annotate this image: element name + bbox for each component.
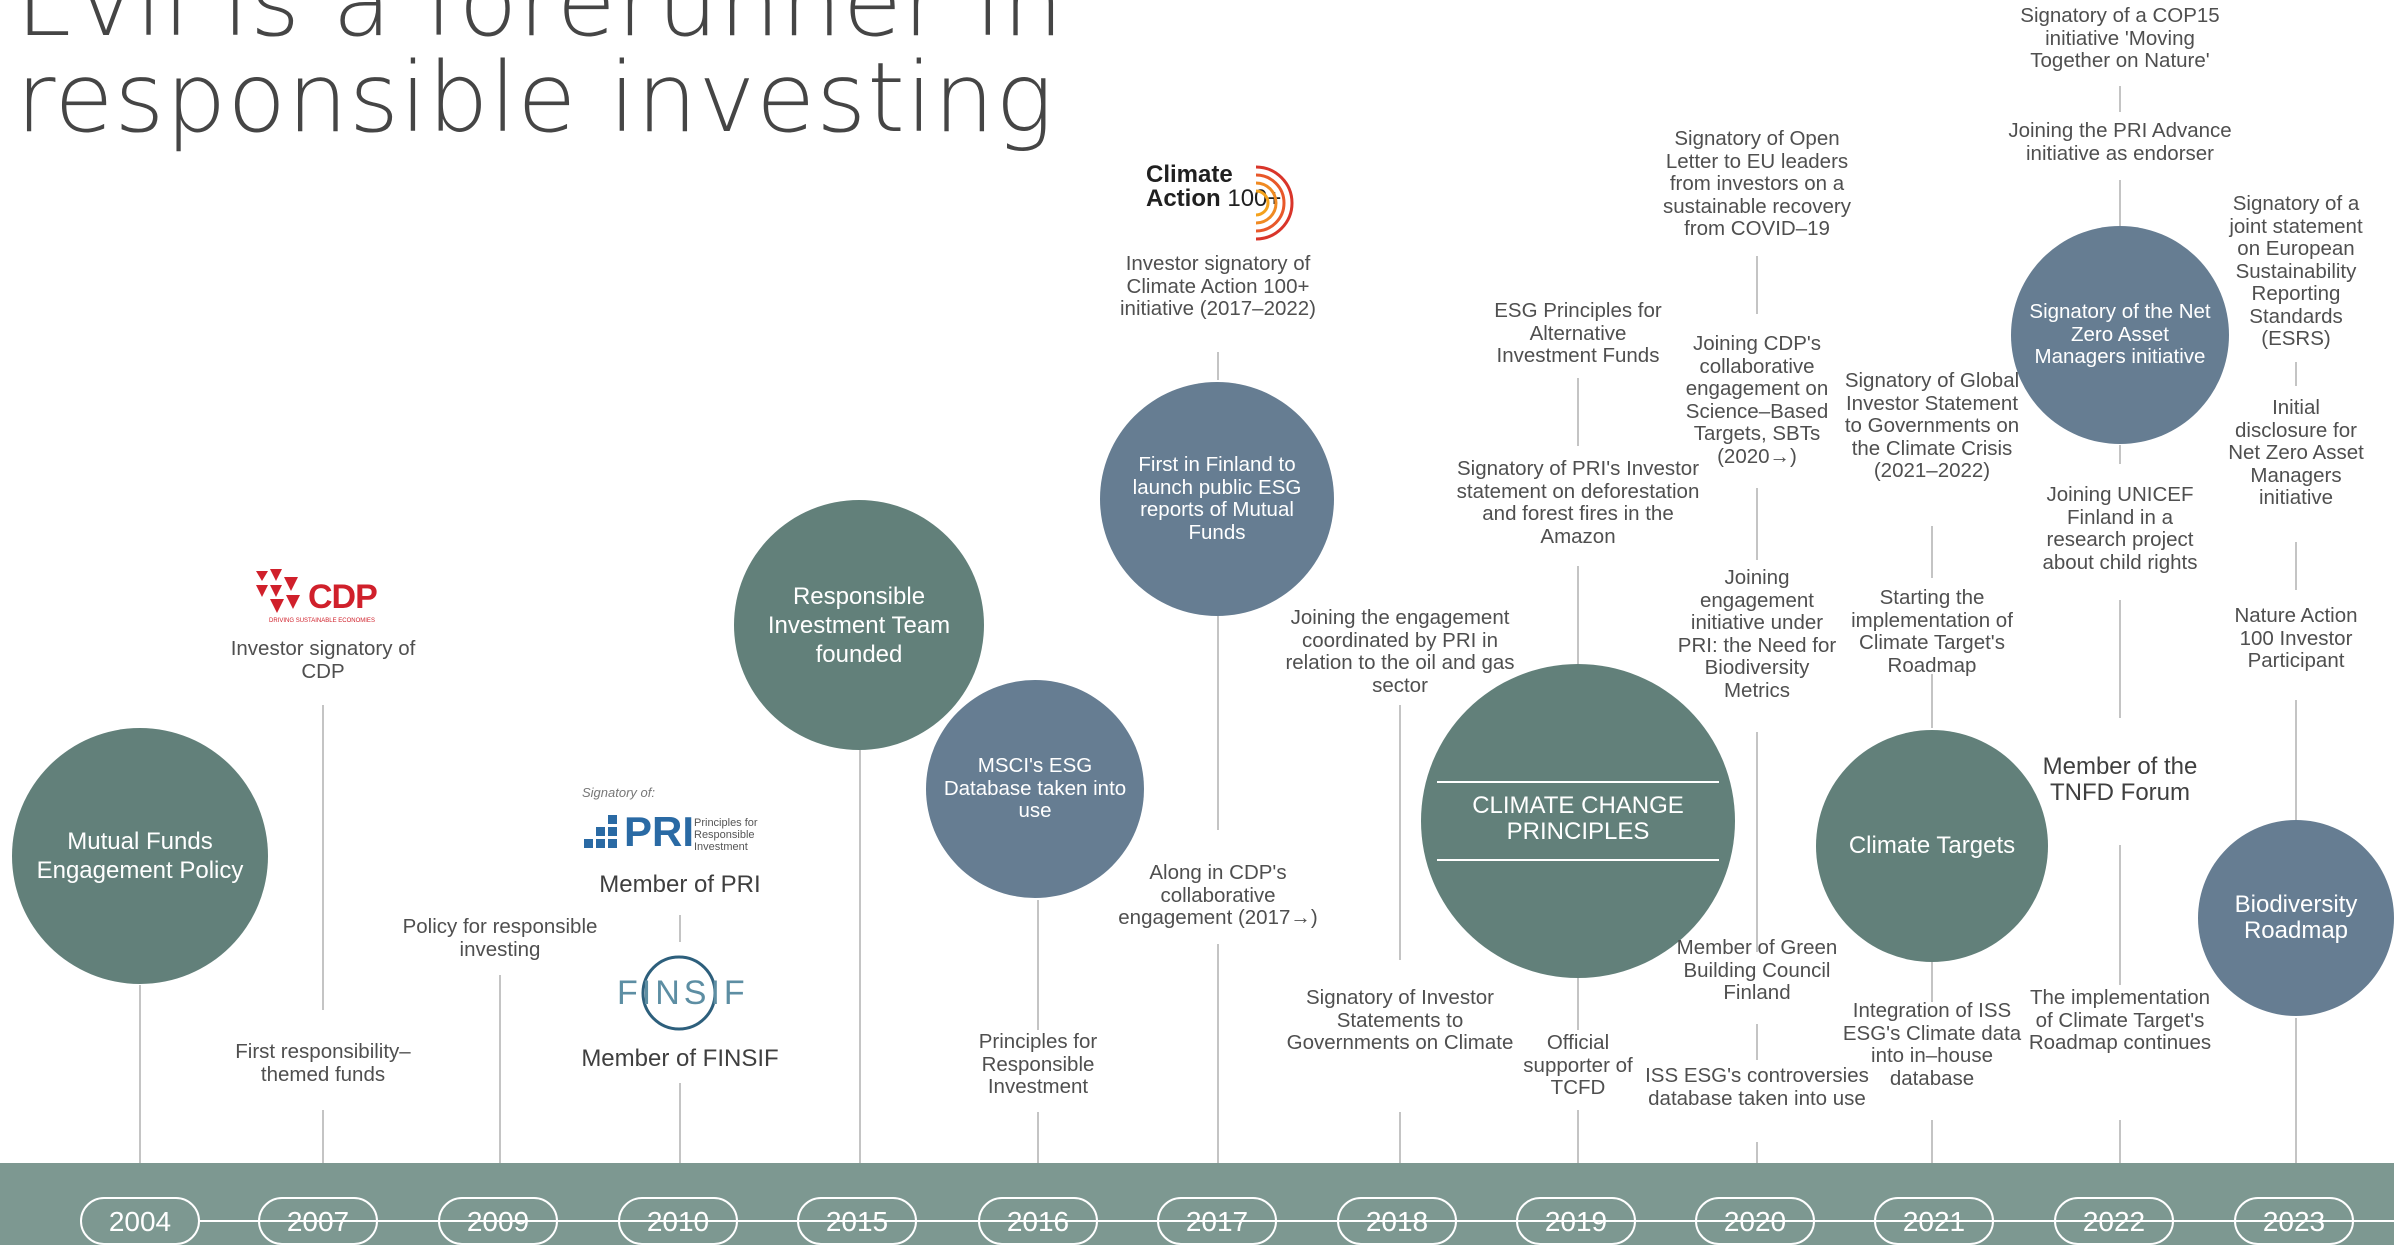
- milestone-2018-oil-gas: Joining the engagement coordinated by PR…: [1285, 606, 1515, 697]
- milestone-2022-cop15: Signatory of a COP15 initiative 'Moving …: [2020, 4, 2220, 72]
- milestone-2010-finsif-member: Member of FINSIF: [581, 1045, 779, 1072]
- milestone-2023-nzam-disclosure: Initial disclosure for Net Zero Asset Ma…: [2228, 396, 2364, 509]
- page-title-line-2: responsible investing: [16, 42, 1054, 154]
- climate-action-logo-line1: Climate: [1146, 161, 1233, 188]
- milestone-2020-open-letter: Signatory of Open Letter to EU leaders f…: [1662, 127, 1851, 240]
- milestone-2010-pri-member: Member of PRI: [599, 871, 761, 898]
- cdp-logo-word: CDP: [308, 578, 378, 616]
- milestone-circle-2017: First in Finland to launch public ESG re…: [1100, 382, 1334, 616]
- milestone-circle-2004: Mutual Funds Engagement Policy: [12, 728, 268, 984]
- milestone-circle-2015: Responsible Investment Team founded: [734, 500, 984, 750]
- pri-logo-icon: Signatory of: PRI Principles for Respons…: [580, 785, 780, 857]
- milestone-2019-tcfd: Official supporter of TCFD: [1523, 1031, 1633, 1099]
- year-2010: 2010: [618, 1197, 738, 1245]
- milestone-2007-cdp-signatory: Investor signatory of CDP: [230, 637, 416, 683]
- milestone-circle-2019-label: CLIMATE CHANGE PRINCIPLES: [1437, 781, 1719, 861]
- pri-logo-subtitle-1: Principles for: [694, 817, 758, 829]
- milestone-2017-cdp-collaborative: Along in CDP's collaborative engagement …: [1118, 861, 1318, 929]
- pri-logo-subtitle: Principles for Responsible Investment: [694, 817, 758, 853]
- milestone-circle-2019: CLIMATE CHANGE PRINCIPLES: [1421, 664, 1735, 978]
- year-2022: 2022: [2054, 1197, 2174, 1245]
- year-2015: 2015: [797, 1197, 917, 1245]
- year-2016: 2016: [978, 1197, 1098, 1245]
- milestone-circle-2004-label: Mutual Funds Engagement Policy: [36, 828, 244, 884]
- milestone-circle-2022-label: Signatory of the Net Zero Asset Managers…: [2029, 300, 2211, 369]
- cdp-logo-tagline: DRIVING SUSTAINABLE ECONOMIES: [269, 618, 375, 624]
- milestone-circle-2017-label: First in Finland to launch public ESG re…: [1132, 453, 1302, 544]
- milestone-circle-2023-label: Biodiversity Roadmap: [2234, 891, 2358, 944]
- page-title-line-1: Evli is a forerunner in: [16, 0, 1065, 58]
- year-2009: 2009: [438, 1197, 558, 1245]
- milestone-circle-2021-label: Climate Targets: [1848, 832, 2016, 859]
- pri-logo-word: PRI: [624, 808, 695, 855]
- finsif-ring-icon: [641, 955, 717, 1031]
- pri-logo-subtitle-2: Responsible: [694, 829, 755, 841]
- year-2017: 2017: [1157, 1197, 1277, 1245]
- year-2018: 2018: [1337, 1197, 1457, 1245]
- milestone-2020-biodiversity-metrics: Joining engagement initiative under PRI:…: [1677, 566, 1837, 702]
- milestone-2022-tnfd: Member of the TNFD Forum: [2042, 753, 2198, 806]
- milestone-circle-2022: Signatory of the Net Zero Asset Managers…: [2011, 226, 2229, 444]
- pri-logo-signatory-text: Signatory of:: [582, 785, 655, 800]
- climate-action-arcs-icon: [1255, 165, 1294, 241]
- climate-action-logo-word: Action: [1146, 185, 1221, 212]
- milestone-2017-climate-action-100: Investor signatory of Climate Action 100…: [1119, 252, 1317, 320]
- milestone-2022-unicef: Joining UNICEF Finland in a research pro…: [2042, 483, 2198, 574]
- milestone-2023-esrs: Signatory of a joint statement on Europe…: [2229, 192, 2363, 350]
- milestone-2021-roadmap-start: Starting the implementation of Climate T…: [1851, 586, 2013, 677]
- year-2007: 2007: [258, 1197, 378, 1245]
- milestone-circle-2016: MSCI's ESG Database taken into use: [926, 680, 1144, 898]
- climate-action-logo-line2: Action 100+: [1146, 187, 1281, 211]
- cdp-mark-icon: [256, 569, 300, 613]
- milestone-2016-principles: Principles for Responsible Investment: [978, 1030, 1098, 1098]
- milestone-circle-2021: Climate Targets: [1816, 730, 2048, 962]
- milestone-2009-policy: Policy for responsible investing: [402, 915, 598, 961]
- milestone-circle-2015-label: Responsible Investment Team founded: [767, 582, 951, 668]
- milestone-circle-2016-label: MSCI's ESG Database taken into use: [943, 754, 1127, 823]
- milestone-2020-iss-controversies: ISS ESG's controversies database taken i…: [1645, 1064, 1869, 1110]
- milestone-2021-iss-climate-data: Integration of ISS ESG's Climate data in…: [1842, 999, 2022, 1090]
- milestone-2022-roadmap-continues: The implementation of Climate Target's R…: [2028, 986, 2212, 1054]
- cdp-logo-icon: CDP DRIVING SUSTAINABLE ECONOMIES: [252, 567, 392, 627]
- pri-logo-subtitle-3: Investment: [694, 841, 748, 853]
- year-2004: 2004: [80, 1197, 200, 1245]
- milestone-2018-investor-statements: Signatory of Investor Statements to Gove…: [1286, 986, 1514, 1054]
- year-2021: 2021: [1874, 1197, 1994, 1245]
- milestone-2019-amazon-statement: Signatory of PRI's Investor statement on…: [1456, 457, 1700, 548]
- year-2023: 2023: [2234, 1197, 2354, 1245]
- finsif-logo-icon: FINSIF: [617, 955, 745, 1031]
- milestone-2007-themed-funds: First responsibility–themed funds: [235, 1040, 411, 1086]
- milestone-2023-nature-action-100: Nature Action 100 Investor Participant: [2234, 604, 2358, 672]
- milestone-2020-green-building: Member of Green Building Council Finland: [1676, 936, 1838, 1004]
- milestone-2021-global-statement: Signatory of Global Investor Statement t…: [1844, 369, 2020, 482]
- climate-action-logo-icon: Climate Action 100+: [1142, 153, 1302, 249]
- milestone-circle-2023: Biodiversity Roadmap: [2198, 820, 2394, 1016]
- pri-squares-icon: [584, 815, 617, 848]
- year-band: [0, 1163, 2394, 1245]
- milestone-2022-pri-advance: Joining the PRI Advance initiative as en…: [2008, 119, 2232, 165]
- finsif-logo-word: FINSIF: [617, 974, 749, 1012]
- milestone-2020-sbts: Joining CDP's collaborative engagement o…: [1685, 332, 1829, 468]
- milestone-2019-esg-alternative: ESG Principles for Alternative Investmen…: [1494, 299, 1662, 367]
- year-2019: 2019: [1516, 1197, 1636, 1245]
- page-title: Evli is a forerunner in responsible inve…: [16, 0, 1064, 146]
- year-2020: 2020: [1695, 1197, 1815, 1245]
